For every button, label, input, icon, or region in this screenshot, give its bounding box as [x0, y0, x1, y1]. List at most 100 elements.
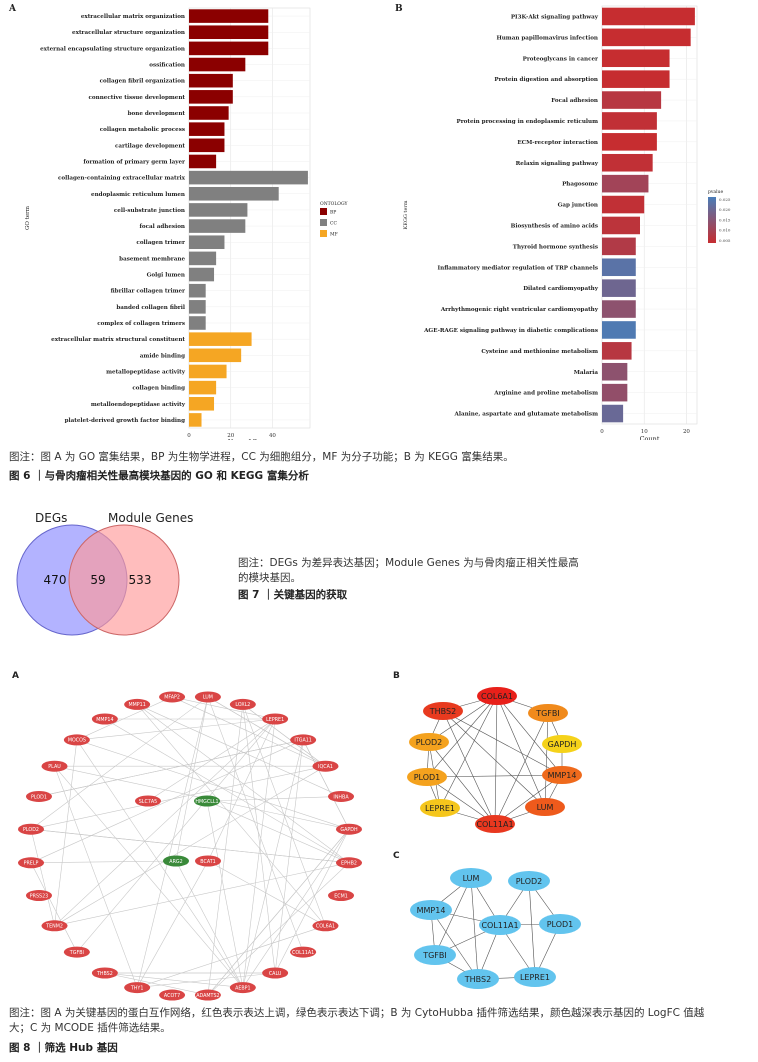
network-a-node-label: THBS2 — [96, 971, 113, 977]
go-term-label: collagen trimer — [136, 240, 185, 246]
network-b-edge — [442, 710, 563, 776]
network-a-edge — [207, 862, 350, 996]
go-term-label: metalloendopeptidase activity — [91, 402, 186, 408]
network-a-node — [18, 823, 45, 835]
go-bar — [189, 203, 248, 217]
go-legend-label: CC — [330, 221, 337, 227]
go-bar — [189, 186, 279, 201]
network-a-edge — [136, 696, 209, 988]
network-a-node-label: ECM1 — [334, 893, 348, 899]
go-bar — [189, 348, 242, 363]
fig6-title: 图 6 ｜与骨肉瘤相关性最高模块基因的 GO 和 KEGG 富集分析 — [9, 470, 309, 482]
network-c-edge — [434, 877, 472, 956]
kegg-bar — [602, 321, 636, 339]
fig7-caption-line1: 图注：DEGs 为差异表达基因；Module Genes 为与骨肉瘤正相关性最高 — [238, 557, 579, 569]
network-a-node-label: PRELP — [24, 861, 39, 867]
kegg-bar — [602, 404, 624, 423]
network-a-inner-node-label: BCAT1 — [200, 859, 215, 865]
network-a-edge — [242, 704, 326, 926]
go-term-label: connective tissue development — [89, 95, 186, 101]
go-term-label: cartilage development — [115, 143, 185, 149]
network-b-node — [542, 735, 582, 753]
network-a-inner-node — [194, 795, 220, 807]
kegg-term-label: Gap junction — [558, 203, 598, 209]
kegg-term-label: Arrhythmogenic right ventricular cardiom… — [440, 307, 599, 313]
network-a-edge — [207, 696, 304, 953]
kegg-x-tick: 10 — [641, 429, 648, 435]
go-term-label: amide binding — [140, 353, 185, 359]
fig6-caption: 图注：图 A 为 GO 富集结果，BP 为生物学进程，CC 为细胞组分，MF 为… — [9, 451, 514, 463]
network-a-edge — [242, 829, 350, 988]
network-a-inner-node — [135, 795, 161, 807]
venn-count-overlap: 59 — [90, 573, 105, 587]
network-c-node — [414, 945, 456, 965]
venn-label-module-genes: Module Genes — [108, 511, 193, 525]
kegg-term-label: Cysteine and methionine metabolism — [481, 349, 598, 355]
network-a-node-label: ACOT7 — [164, 993, 180, 999]
network-a-edge — [30, 829, 55, 926]
network-b-edge — [496, 695, 563, 776]
go-bar — [189, 138, 225, 153]
network-c-edge — [528, 880, 536, 978]
network-b-edge — [442, 710, 496, 825]
network-a-node-label: LUM — [203, 695, 213, 701]
kegg-bar — [602, 300, 636, 318]
network-a-node — [41, 760, 68, 772]
go-term-label: ossification — [149, 63, 185, 69]
network-a-inner-node — [163, 855, 189, 867]
go-bar — [189, 106, 229, 120]
go-term-label: bone development — [128, 111, 186, 117]
go-term-label: extracellular matrix structural constitu… — [51, 337, 185, 343]
network-b-node-label: LUM — [537, 803, 554, 812]
network-b-node — [528, 704, 568, 722]
network-b-edge — [426, 774, 563, 778]
go-x-axis-title: Num of Genes — [228, 439, 271, 440]
kegg-plot-area — [601, 5, 698, 425]
network-a-edge — [30, 696, 209, 830]
network-a-edge — [38, 739, 304, 797]
go-bar — [189, 396, 215, 411]
network-a-node-label: GAPDH — [340, 827, 358, 833]
go-bar — [189, 267, 215, 282]
network-a-node-label: INHBA — [333, 794, 349, 800]
kegg-colorbar-tick: 0.025 — [719, 197, 731, 202]
network-a-edge — [137, 704, 342, 797]
fig7-title: 图 7 ｜关键基因的获取 — [238, 589, 348, 601]
kegg-bar — [602, 112, 657, 130]
go-legend-swatch — [320, 219, 327, 226]
go-legend-swatch — [320, 208, 327, 215]
network-c-node-label: PLOD1 — [547, 920, 574, 929]
network-a-node — [63, 734, 90, 746]
network-a-node-label: ADAMTS2 — [196, 993, 219, 999]
network-a-edge — [147, 718, 276, 802]
go-bar — [189, 57, 246, 72]
network-a-edge — [207, 860, 326, 927]
network-b-edge — [496, 695, 546, 808]
go-term-label: Golgi lumen — [147, 273, 185, 279]
network-a-edge — [76, 718, 276, 953]
go-legend-title: ONTOLOGY — [320, 201, 349, 207]
network-c-node-label: COL11A1 — [481, 921, 518, 930]
go-legend-label: MF — [330, 232, 338, 238]
go-term-label: cell-substrate junction — [114, 208, 185, 214]
network-a-edge — [76, 739, 350, 830]
network-a-edge — [54, 718, 276, 927]
kegg-term-label: Thyroid hormone synthesis — [513, 244, 598, 250]
kegg-term-label: Focal adhesion — [551, 98, 598, 104]
network-a-node — [312, 760, 339, 772]
network-a-node-label: PRSS23 — [30, 893, 48, 899]
network-a-node — [229, 698, 256, 710]
network-b-node-label: MMP14 — [548, 771, 577, 780]
kegg-term-label: Inflammatory mediator regulation of TRP … — [438, 265, 598, 271]
kegg-x-tick: 0 — [600, 429, 604, 435]
network-a-node — [262, 967, 289, 979]
go-term-label: external encapsulating structure organiz… — [40, 46, 185, 52]
network-a-inner-node-label: SLC7A5 — [139, 799, 157, 805]
network-a-edge — [302, 739, 350, 830]
network-a-node — [41, 920, 68, 932]
venn-circle-module-genes — [68, 524, 180, 636]
kegg-bar — [602, 91, 662, 109]
kegg-term-label: PI3K-Akt signaling pathway — [511, 14, 599, 20]
